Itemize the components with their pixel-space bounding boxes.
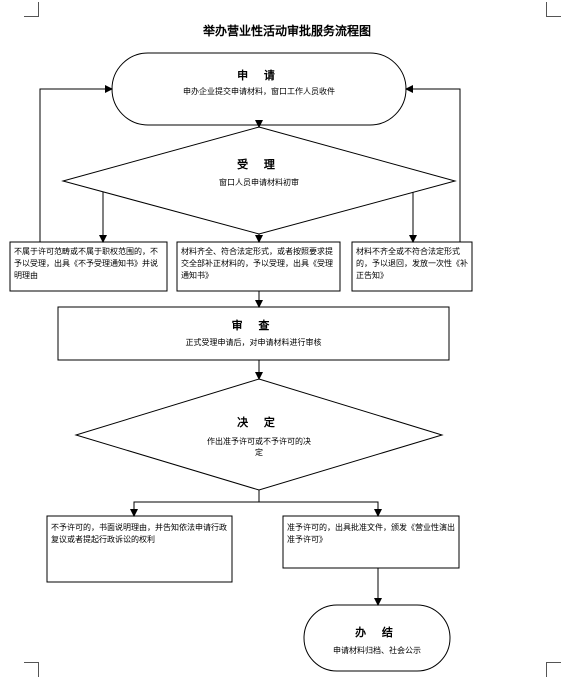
arrow-decide-grant — [259, 501, 382, 517]
supplement-box-text: 材料不齐全或不符合法定形式的，予以退回，发放一次性《补正告知》 — [356, 247, 468, 280]
decide-diamond — [74, 378, 444, 491]
accept-box-text: 材料齐全、符合法定形式，或者按照要求提交全部补正材料的，予以受理，出具《受理通知… — [181, 247, 333, 280]
accept-title: 受 理 — [237, 158, 281, 171]
review-title: 审 查 — [231, 319, 276, 332]
grant-box — [282, 515, 460, 569]
page-corner-mark — [24, 2, 39, 17]
review-text: 正式受理申请后，对申请材料进行审核 — [185, 338, 322, 347]
arrow-decide-split — [130, 490, 260, 517]
review-box — [57, 306, 450, 361]
decide-text-line1: 作出准予许可或不予许可的决 — [207, 437, 311, 446]
grant-box-text: 准予许可的，出具批准文件，颁发《营业性演出准予许可》 — [287, 523, 455, 544]
apply-text: 申办企业提交申请材料，窗口工作人员收件 — [183, 87, 335, 96]
page-corner-mark — [546, 662, 561, 677]
page-corner-mark — [24, 662, 39, 677]
finish-title: 办 结 — [355, 626, 399, 639]
arrow-supplement-loop — [405, 85, 461, 242]
page-corner-mark — [546, 2, 561, 17]
decide-title: 决 定 — [237, 416, 281, 429]
decide-text-line2: 定 — [255, 448, 263, 457]
accept-text: 窗口人员申请材料初审 — [219, 178, 299, 187]
reject-box-text: 不属于许可范畴或不属于职权范围的，不予以受理，出具《不予受理通知书》并说明理由 — [14, 247, 158, 280]
deny-box-text: 不予许可的，书面说明理由，并告知依法申请行政复议或者提起行政诉讼的权利 — [51, 523, 227, 544]
apply-title: 申 请 — [237, 69, 281, 82]
arrow-reject-loop — [39, 85, 113, 242]
reject-box — [9, 241, 168, 292]
deny-box — [46, 515, 233, 583]
finish-text: 申请材料归档、社会公示 — [333, 646, 421, 655]
diagram-title: 举办营业性活动审批服务流程图 — [202, 24, 371, 38]
